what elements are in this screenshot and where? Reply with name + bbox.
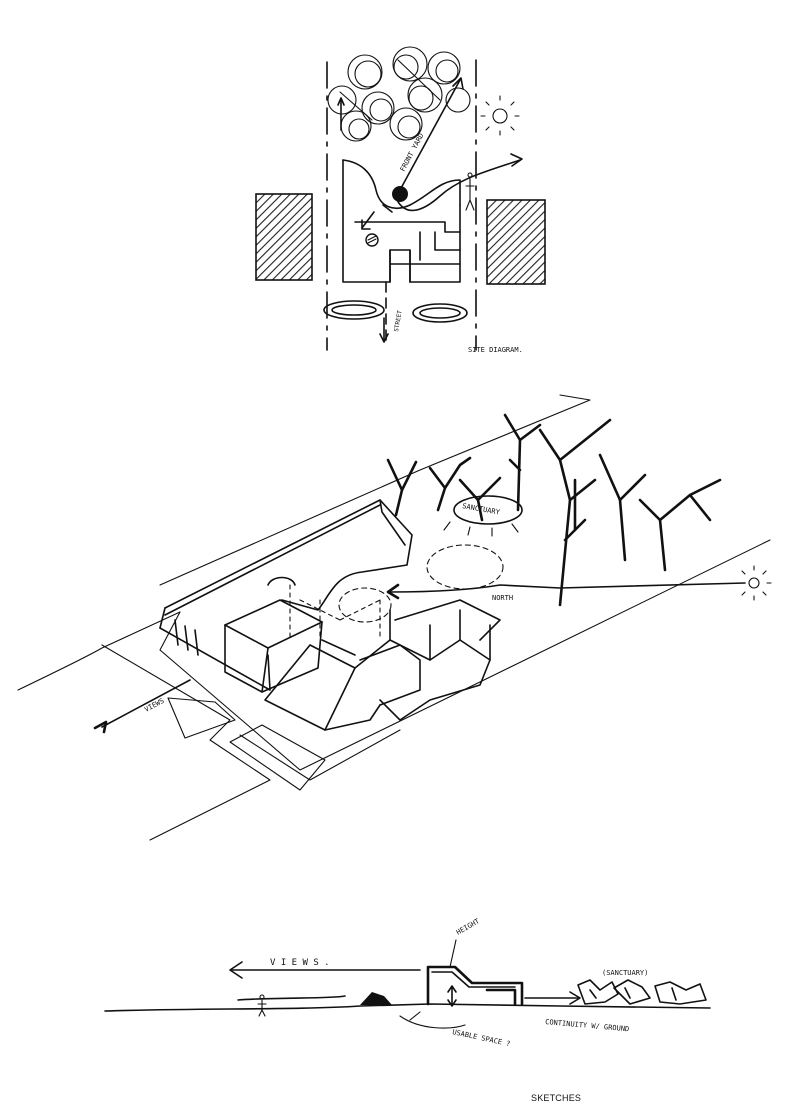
- usable-space-pointer: [399, 1011, 466, 1029]
- north-label: NORTH: [492, 594, 513, 602]
- ground-line: [104, 995, 711, 1012]
- height-label: HEIGHT: [455, 917, 482, 937]
- entry-point-marker: [392, 186, 408, 202]
- views-arrow: [93, 679, 191, 734]
- section-building: [360, 965, 524, 1007]
- hidden-lines: [289, 584, 381, 641]
- usable-space-label: USABLE SPACE ?: [452, 1028, 511, 1048]
- sanctuary-bubble: [453, 495, 523, 525]
- house-volume: [159, 499, 501, 731]
- sketches-title: SKETCHES: [531, 1093, 582, 1103]
- site-diagram-label: SITE DIAGRAM.: [468, 346, 523, 354]
- sun-icon: [736, 565, 772, 601]
- section-views-arrow: [229, 961, 421, 979]
- person-figure-icon: [465, 172, 475, 211]
- sanctuary-rays: [443, 521, 519, 537]
- shrub-right: [412, 303, 468, 323]
- section-trees: [577, 979, 707, 1005]
- person-figure-icon: [257, 994, 267, 1017]
- shrub-left: [323, 300, 385, 320]
- building-footprint: [342, 159, 461, 346]
- property-boundary-lines: [326, 59, 477, 351]
- continuity-arrow: [524, 991, 581, 1005]
- circulation-arrow: [337, 77, 523, 343]
- sun-icon: [480, 95, 520, 136]
- neighbour-building-right: [486, 199, 546, 285]
- neighbour-blocks: [167, 697, 326, 791]
- section-sanctuary-label: (SANCTUARY): [602, 969, 648, 977]
- section-views-label: V I E W S .: [270, 958, 330, 968]
- neighbour-building-left: [255, 193, 313, 281]
- north-path-arrow: [386, 582, 746, 600]
- site-boundary-lines: [17, 394, 771, 841]
- sanctuary-trees: [386, 413, 722, 607]
- small-tree-symbol: [365, 233, 379, 247]
- tree-cluster: [327, 46, 471, 142]
- height-pointer: [449, 939, 457, 968]
- continuity-label: CONTINUITY W/ GROUND: [545, 1018, 630, 1033]
- street-label: STREET: [393, 309, 404, 332]
